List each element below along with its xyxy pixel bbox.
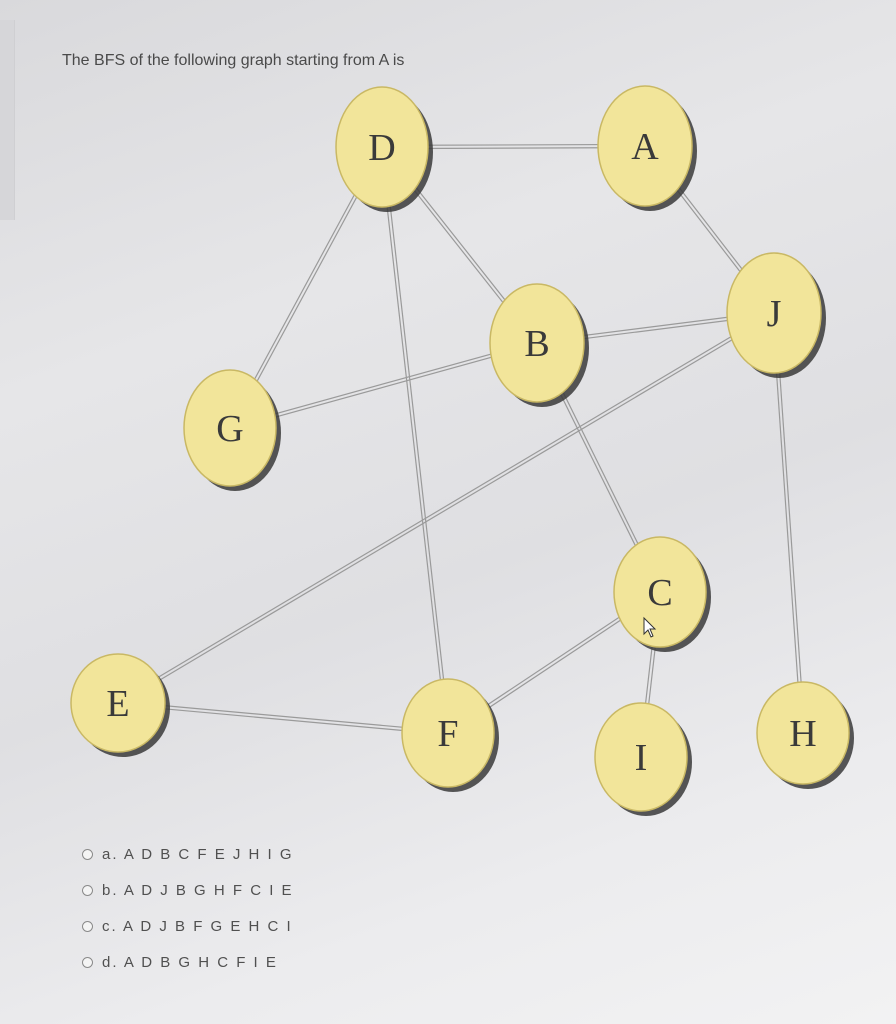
option-d-label: d. A D B G H C F I E: [102, 953, 278, 971]
answer-options: a. A D B C F E J H I G b. A D J B G H F …: [82, 836, 294, 980]
option-b[interactable]: b. A D J B G H F C I E: [82, 872, 294, 908]
option-c[interactable]: c. A D J B F G E H C I: [82, 908, 294, 944]
option-b-label: b. A D J B G H F C I E: [102, 881, 294, 899]
radio-icon[interactable]: [82, 884, 93, 896]
mouse-cursor-icon: [643, 616, 657, 638]
edge-d-f: [379, 146, 451, 734]
node-label: B: [524, 323, 549, 365]
option-d[interactable]: d. A D B G H C F I E: [82, 944, 294, 980]
node-label: G: [216, 408, 243, 450]
node-label: C: [647, 572, 672, 614]
node-g: G: [183, 369, 281, 491]
node-a: A: [597, 85, 697, 211]
question-text: The BFS of the following graph starting …: [62, 52, 405, 69]
node-j: J: [726, 252, 826, 378]
node-label: D: [368, 127, 395, 169]
node-label: J: [767, 293, 782, 335]
node-e: E: [70, 653, 170, 757]
node-f: F: [401, 678, 499, 792]
node-b: B: [489, 283, 589, 407]
edge-j-h: [771, 312, 806, 734]
node-label: E: [106, 683, 129, 725]
option-c-label: c. A D J B F G E H C I: [102, 917, 293, 935]
node-i: I: [594, 702, 692, 816]
node-h: H: [756, 681, 854, 789]
edge-e-f: [117, 700, 449, 736]
radio-icon[interactable]: [82, 920, 93, 932]
node-label: I: [635, 737, 648, 779]
option-a[interactable]: a. A D B C F E J H I G: [82, 836, 294, 872]
left-panel-edge: [0, 20, 15, 220]
node-c: C: [613, 536, 711, 652]
edge-j-e: [116, 311, 776, 705]
node-d: D: [335, 86, 433, 212]
node-label: F: [437, 713, 458, 755]
radio-icon[interactable]: [82, 848, 93, 860]
edge-g-b: [229, 340, 538, 431]
radio-icon[interactable]: [82, 956, 93, 968]
node-label: H: [789, 713, 816, 755]
option-a-label: a. A D B C F E J H I G: [102, 845, 294, 863]
graph-nodes: D A J B G C E F I H: [70, 85, 854, 816]
node-label: A: [631, 126, 659, 168]
